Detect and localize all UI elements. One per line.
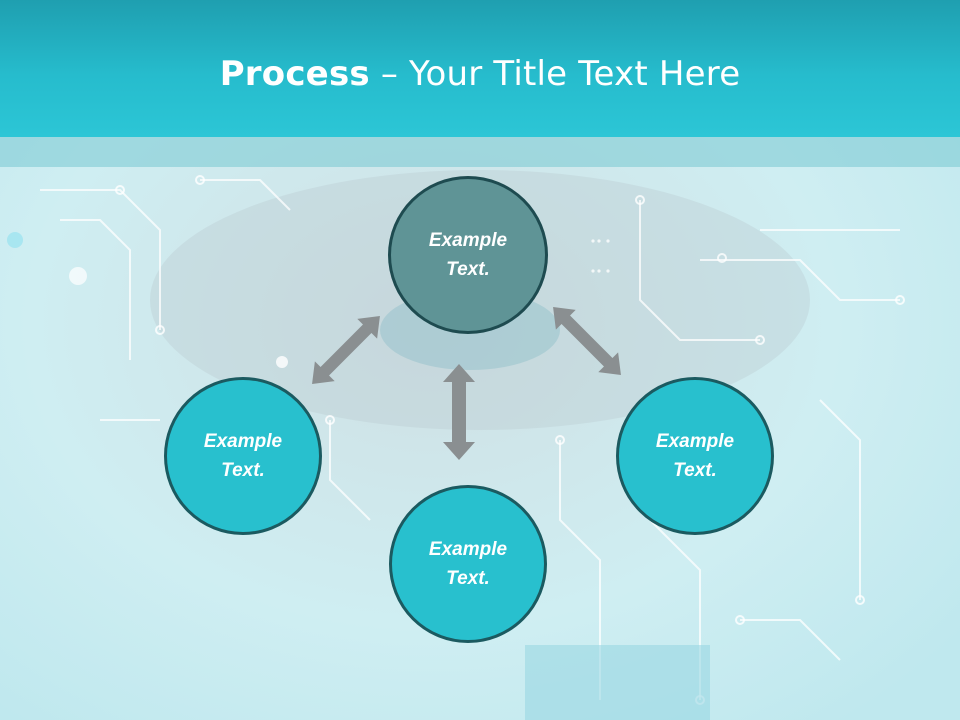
node-right-line1: Example bbox=[655, 431, 735, 452]
slide-title: Process – Your Title Text Here bbox=[0, 54, 960, 94]
node-bottom-line2: Text. bbox=[446, 568, 490, 589]
arrow-top-right bbox=[553, 307, 621, 375]
arrow-top-left bbox=[312, 316, 380, 384]
node-left-line2: Text. bbox=[221, 460, 265, 481]
node-bottom-line1: Example bbox=[428, 539, 508, 560]
node-right-line2: Text. bbox=[673, 460, 717, 481]
title-banner bbox=[0, 0, 960, 137]
decorative-dots bbox=[591, 239, 610, 273]
title-bold: Process bbox=[219, 54, 370, 94]
node-top-line1: Example bbox=[428, 230, 508, 251]
node-top-line2: Text. bbox=[446, 259, 490, 280]
node-left-line1: Example bbox=[203, 431, 283, 452]
arrow-top-bottom bbox=[443, 364, 475, 460]
title-shadow-strip bbox=[0, 137, 960, 167]
title-rest: – Your Title Text Here bbox=[369, 54, 741, 94]
